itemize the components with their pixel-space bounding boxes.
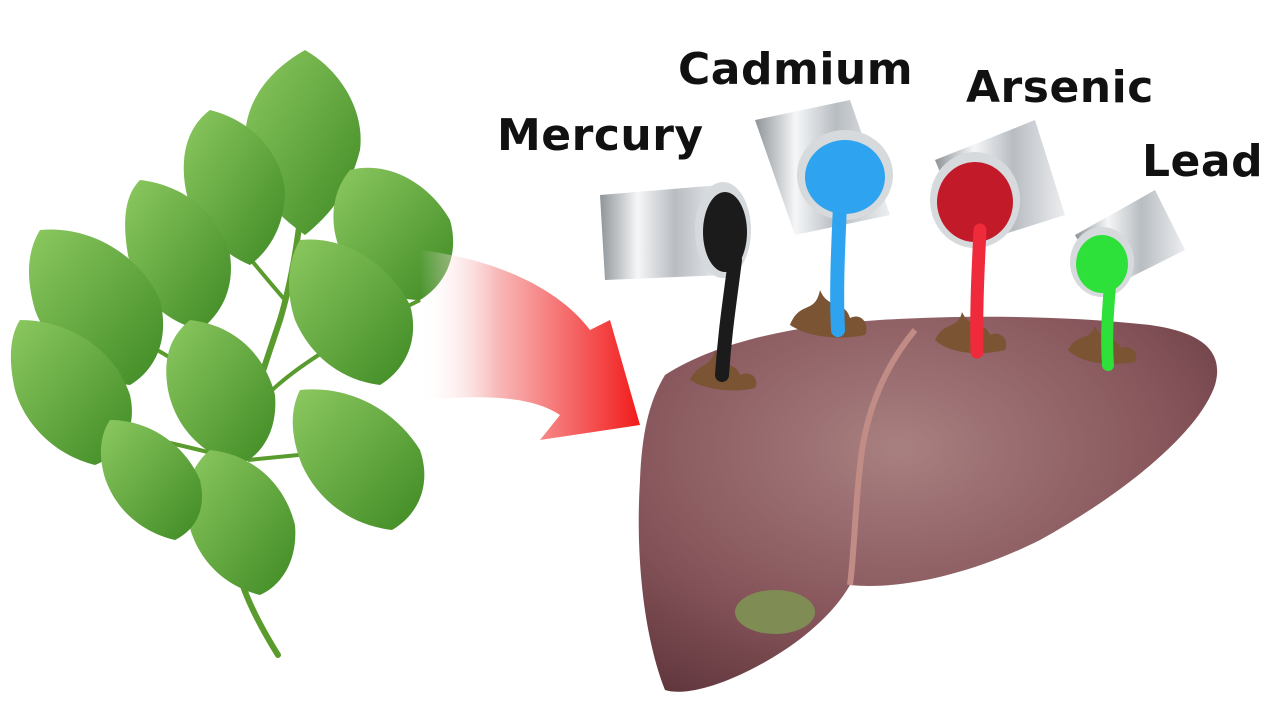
arsenic-paint-can: [930, 120, 1065, 359]
red-arrow: [420, 250, 640, 440]
label-lead: Lead: [1142, 136, 1264, 187]
cadmium-paint-can: [755, 100, 893, 337]
parsley-leaf: [10, 50, 454, 658]
lead-paint-can: [1070, 190, 1185, 371]
label-arsenic: Arsenic: [966, 62, 1154, 113]
gallbladder: [735, 590, 815, 634]
mercury-paint-can: [600, 182, 751, 382]
label-mercury: Mercury: [497, 110, 704, 161]
liver: [638, 316, 1218, 692]
label-cadmium: Cadmium: [678, 44, 914, 95]
